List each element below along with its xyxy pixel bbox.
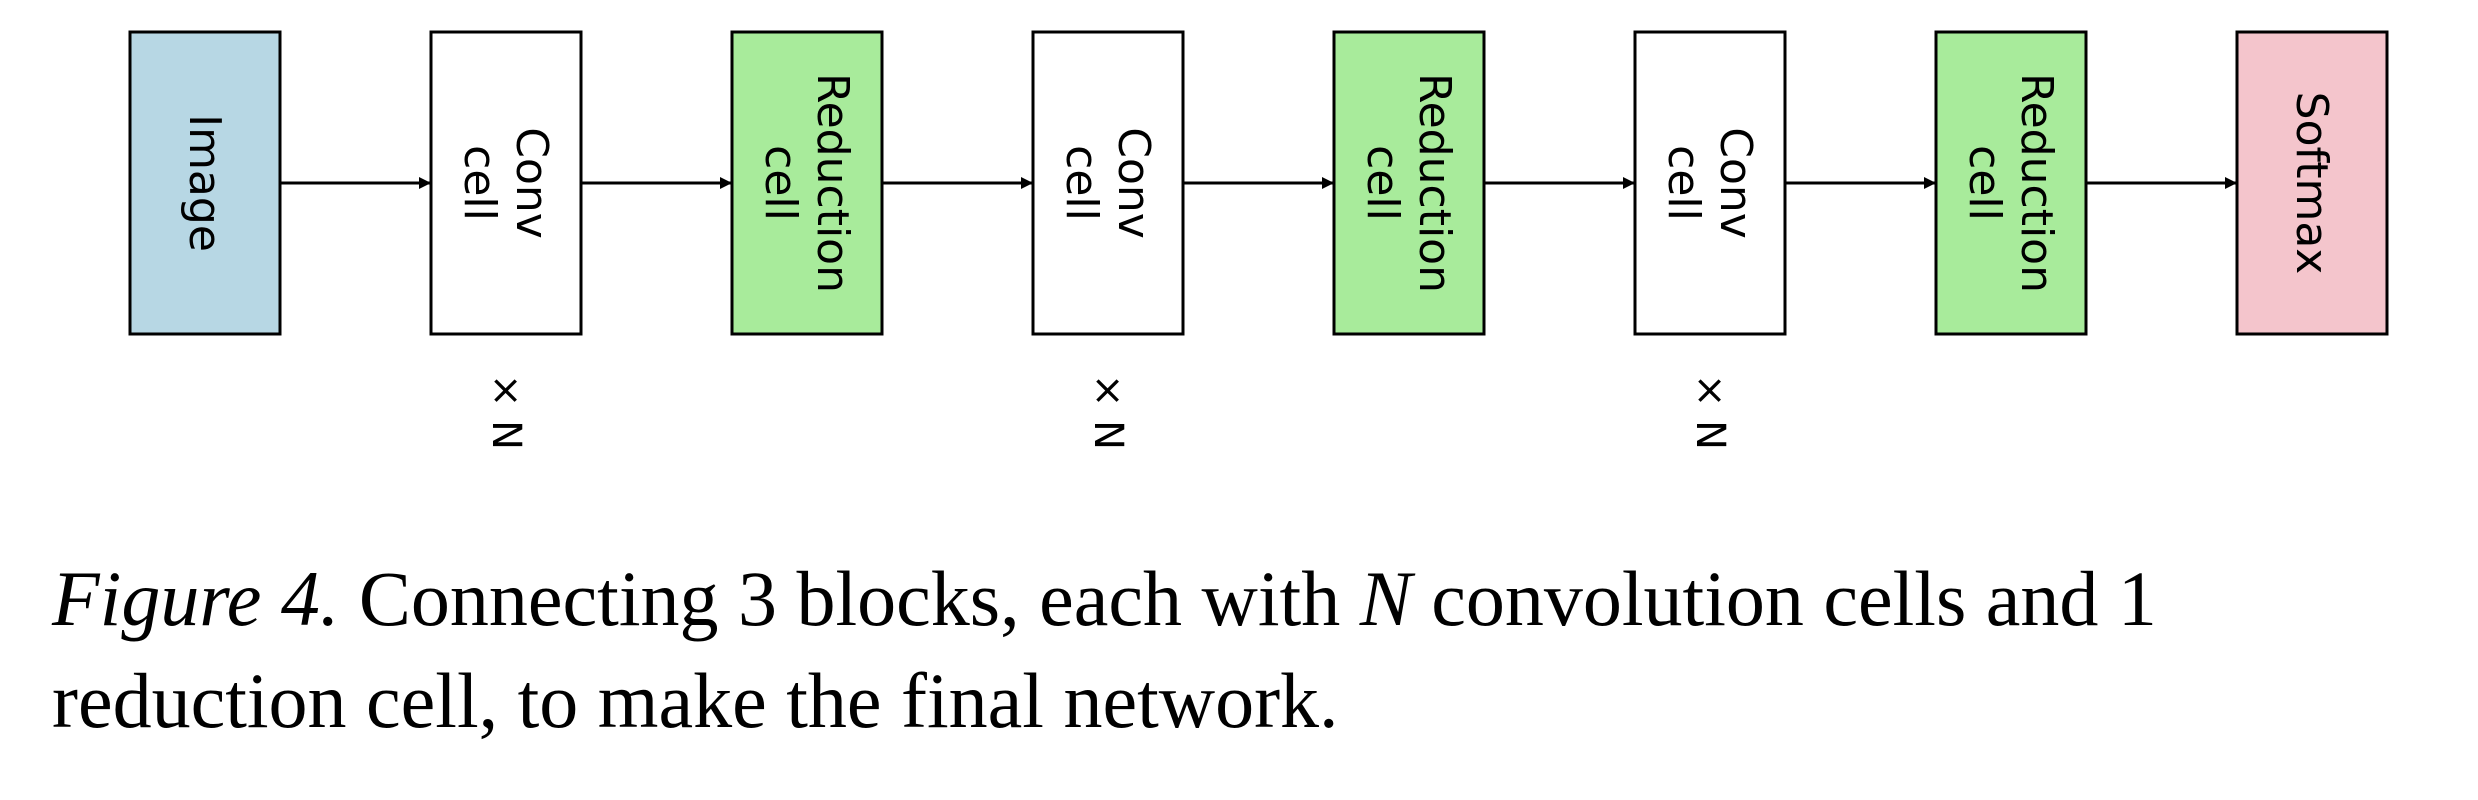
- image-label: Image: [180, 114, 231, 252]
- conv-cell-1-node: Convcell: [429, 30, 583, 336]
- conv-cell-2-multiplier: × N: [1085, 374, 1131, 450]
- figure-caption: Figure 4. Connecting 3 blocks, each with…: [52, 548, 2462, 752]
- reduction-cell-3-box: [1934, 30, 2088, 336]
- reduction-cell-3-label: Reductioncell: [1960, 73, 2063, 293]
- caption-variable: N: [1359, 555, 1412, 642]
- reduction-cell-1-node: Reductioncell: [730, 30, 884, 336]
- network-diagram: Image Convcell Reductioncell Convcell Reduct…: [128, 30, 2389, 450]
- conv-cell-2-box: [1031, 30, 1185, 336]
- caption-text-part-2: convolution cells and 1 reduction cell, …: [52, 555, 2157, 744]
- reduction-cell-2-node: Reductioncell: [1332, 30, 1486, 336]
- image-node: Image: [128, 30, 282, 336]
- reduction-cell-2-label: Reductioncell: [1358, 73, 1461, 293]
- reduction-cell-1-box: [730, 30, 884, 336]
- reduction-cell-2-box: [1332, 30, 1486, 336]
- reduction-cell-3-node: Reductioncell: [1934, 30, 2088, 336]
- softmax-box: [2235, 30, 2389, 336]
- multipliers: × N × N × N: [483, 374, 1733, 450]
- conv-cell-1-label: Convcell: [455, 127, 558, 239]
- nodes: Image Convcell Reductioncell Convcell Reduct…: [128, 30, 2389, 336]
- reduction-cell-1-label: Reductioncell: [756, 73, 859, 293]
- softmax-label: Softmax: [2287, 92, 2338, 275]
- conv-cell-2-label: Convcell: [1057, 127, 1160, 239]
- softmax-node: Softmax: [2235, 30, 2389, 336]
- conv-cell-3-node: Convcell: [1633, 30, 1787, 336]
- conv-cell-3-multiplier: × N: [1687, 374, 1733, 450]
- conv-cell-1-box: [429, 30, 583, 336]
- conv-cell-3-label: Convcell: [1659, 127, 1762, 239]
- conv-cell-1-multiplier: × N: [483, 374, 529, 450]
- figure-label: Figure 4.: [52, 555, 340, 642]
- conv-cell-2-node: Convcell: [1031, 30, 1185, 336]
- image-box: [128, 30, 282, 336]
- caption-text-part-1: Connecting 3 blocks, each with: [339, 555, 1360, 642]
- conv-cell-3-box: [1633, 30, 1787, 336]
